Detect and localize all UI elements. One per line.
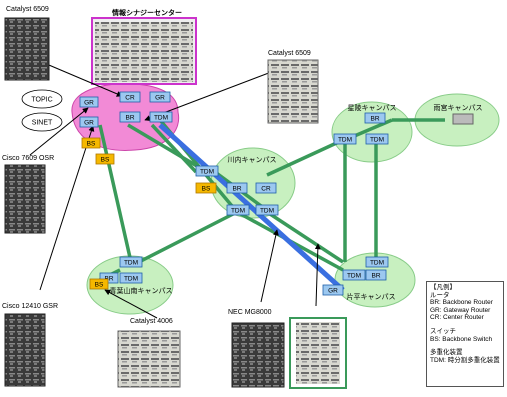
aobayama-br-node[interactable]: BR [99,272,119,284]
center-br-label: BR [125,115,134,122]
blue-link [158,123,345,292]
kawauchi-bs-label: BS [202,186,211,193]
aobayama-bs-label: BS [95,282,104,289]
aobayama-minami-label: 青葉山南キャンパス [110,286,173,295]
bs-center-a-node[interactable]: BS [81,137,101,149]
legend-router-title: ルータ [430,291,450,299]
katahira-br-node[interactable]: BR [365,269,387,281]
gr-sinet-label: GR [84,120,94,127]
aobayama-tdm-b-label: TDM [124,276,138,283]
kawauchi-tdm-top-node[interactable]: TDM [195,165,219,177]
bs-center-b-node[interactable]: BS [95,153,115,165]
seiryo-campus-area [331,101,413,163]
center-cr-label: CR [125,95,135,102]
nec-mg-caption: NEC MG8000 [228,309,272,316]
kawauchi-cr-node[interactable]: CR [255,182,277,194]
kawauchi-tdm-top-label: TDM [200,169,214,176]
kawauchi-tdm-right-node[interactable]: TDM [255,204,279,216]
kawauchi-cr-label: CR [261,186,271,193]
bs-center-a-label: BS [87,141,96,148]
cisco-12410-caption: Cisco 12410 GSR [2,303,59,310]
legend-tdm: TDM: 時分割多重化装置 [430,356,500,364]
catalyst-4006-photo [117,330,181,388]
catalyst-6509-right-photo [267,59,319,124]
seiryo-tdm-left-node[interactable]: TDM [333,133,357,145]
nec-mg-photo [231,322,285,388]
cisco-7609-photo [4,164,46,234]
katahira-tdm-top-label: TDM [370,260,384,267]
aobayama-br-label: BR [104,276,113,283]
katahira-br-label: BR [371,273,380,280]
legend-switch-title: スイッチ [430,327,456,335]
center-title: 情報シナジーセンター [112,8,182,17]
amamiya-label: 雨宮キャンパス [434,103,483,112]
sinet-cloud[interactable]: SINET [21,112,63,132]
aobayama-tdm-a-label: TDM [124,260,138,267]
seiryo-tdm-right-node[interactable]: TDM [365,133,389,145]
catalyst-6509-caption: Catalyst 6509 [6,6,49,13]
seiryo-tdm-right-label: TDM [370,137,384,144]
kawauchi-bs-node[interactable]: BS [195,182,217,194]
catalyst-6509-right-caption: Catalyst 6509 [268,50,311,57]
kawauchi-tdm-left-label: TDM [231,208,245,215]
legend-bs: BS: Backbone Switch [430,335,493,343]
sinet-label: SINET [32,120,53,127]
catalyst-6509-photo [4,17,50,81]
tdm-rack-photo [296,322,340,384]
center-tdm-label: TDM [154,115,168,122]
gr-topic-node[interactable]: GR [79,96,99,108]
center-cr-node[interactable]: CR [119,91,141,103]
gr-sinet-node[interactable]: GR [79,116,99,128]
aobayama-tdm-b-node[interactable]: TDM [119,272,143,284]
seiryo-label: 星陵キャンパス [348,103,397,112]
center-gr-top-label: GR [155,95,165,102]
legend-mux-title: 多重化装置 [430,349,463,357]
legend-gr: GR: Gateway Router [430,306,491,314]
legend-heading: 【凡例】 [430,284,456,291]
katahira-label: 片平キャンパス [347,292,396,301]
center-br-node[interactable]: BR [119,111,141,123]
katahira-gr-label: GR [328,288,338,295]
topic-label: TOPIC [31,97,52,104]
katahira-tdm-top-node[interactable]: TDM [365,256,389,268]
legend-br: BR: Backbone Router [430,299,493,307]
kawauchi-label: 川内キャンパス [228,155,277,164]
seiryo-br-label: BR [370,116,379,123]
seiryo-br-node[interactable]: BR [364,112,386,124]
legend-box: 【凡例】 ルータ BR: Backbone Router GR: Gateway… [426,281,504,387]
katahira-gr-node[interactable]: GR [322,284,344,296]
bs-center-b-label: BS [101,157,110,164]
gr-topic-label: GR [84,100,94,107]
kawauchi-br-label: BR [232,186,241,193]
aobayama-tdm-a-node[interactable]: TDM [119,256,143,268]
center-photo [95,22,193,82]
kawauchi-br-node[interactable]: BR [226,182,248,194]
kawauchi-tdm-right-label: TDM [260,208,274,215]
aobayama-bs-node[interactable]: BS [89,278,109,290]
cisco-12410-photo [4,313,46,387]
seiryo-tdm-left-label: TDM [338,137,352,144]
green-links [98,118,445,282]
amamiya-device [452,113,474,125]
center-tdm-node[interactable]: TDM [149,111,173,123]
katahira-tdm-left-label: TDM [347,273,361,280]
katahira-tdm-left-node[interactable]: TDM [342,269,366,281]
legend-cr: CR: Center Router [430,314,484,322]
cisco-7609-caption: Cisco 7609 OSR [2,155,55,162]
center-gr-top-node[interactable]: GR [149,91,171,103]
kawauchi-tdm-left-node[interactable]: TDM [226,204,250,216]
topic-cloud[interactable]: TOPIC [21,89,63,109]
catalyst-4006-caption: Catalyst 4006 [130,318,173,325]
